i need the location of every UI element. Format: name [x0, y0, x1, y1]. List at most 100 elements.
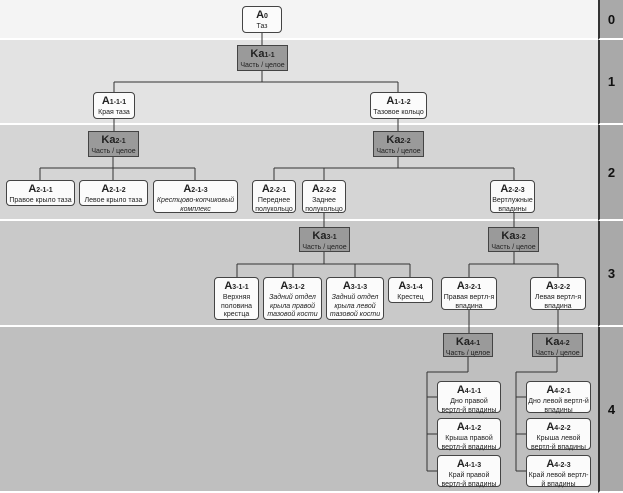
node-letter: A [398, 280, 407, 292]
node-title: A3-1-2 [264, 280, 321, 294]
node-description: Часть / целое [240, 61, 285, 69]
node-index: 4-2 [559, 340, 570, 347]
node-index: 3-2-2 [553, 284, 571, 291]
node-description: Часть / целое [91, 147, 136, 155]
node-index: 3-1 [326, 234, 337, 241]
node-letter: A [311, 183, 320, 195]
node-index: 1-1-1 [109, 99, 127, 106]
node-letter: A [546, 384, 555, 396]
node-description: Крестец [397, 293, 424, 301]
node-description: Переднее полукольцо [255, 196, 293, 213]
node-index: 4-1 [469, 340, 481, 347]
node-title: A2-2-3 [491, 183, 534, 197]
node-letter: A [500, 183, 509, 195]
node-letter: A [342, 280, 351, 292]
node-index: 2-2-2 [319, 187, 337, 194]
node-description: Дно левой вертл-й впадины [528, 397, 589, 414]
level-number-2: 2 [598, 125, 623, 221]
level-band-0 [0, 0, 598, 40]
node-letter: A [546, 421, 555, 433]
node-title: Ka2-2 [374, 134, 423, 148]
node-index: 1-1 [264, 52, 275, 59]
node-description: Крыша левой вертл-й впадины [531, 434, 586, 451]
node-letter: A [101, 95, 110, 107]
node-title: A2-1-1 [7, 183, 74, 197]
node-index: 3-2-1 [464, 284, 482, 291]
node-index: 0 [264, 13, 268, 20]
node-title: A3-2-1 [442, 280, 496, 294]
node-title: A4-2-2 [527, 421, 590, 435]
node-index: 3-1-2 [288, 284, 305, 291]
level-number-0: 0 [598, 0, 623, 40]
node-index: 2-2-3 [508, 187, 525, 194]
node-letter: Ka [501, 230, 516, 242]
node-title: A2-1-3 [154, 183, 237, 197]
node-description: Задний отдел крыла левой тазовой кости [329, 293, 381, 319]
node-description: Дно правой вертл-й впадины [441, 397, 497, 414]
node-letter: A [280, 280, 289, 292]
node-description: Левое крыло таза [84, 196, 143, 204]
node-description: Правая вертл-я впадина [443, 293, 495, 310]
node-title: A2-1-2 [80, 183, 147, 197]
node-letter: A [545, 280, 554, 292]
node-letter: A [256, 9, 265, 21]
node-description: Край правой вертл-й впадины [441, 471, 497, 488]
node-description: Края таза [98, 108, 130, 116]
node-title: Ka2-1 [89, 134, 138, 148]
level-number-1: 1 [598, 40, 623, 125]
node-title: Ka1-1 [238, 48, 287, 62]
node-title: A4-1-2 [438, 421, 500, 435]
node-letter: A [456, 384, 465, 396]
node-title: Ka4-2 [533, 336, 582, 350]
node-title: A4-1-1 [438, 384, 500, 398]
node-description: Крыша правой вертл-й впадины [441, 434, 497, 451]
node-description: Задний отдел крыла правой тазовой кости [267, 293, 318, 319]
node-title: A1-1-2 [371, 95, 426, 109]
node-index: 4-2-2 [554, 425, 571, 432]
node-index: 1-1-2 [394, 99, 411, 106]
node-title: A4-2-3 [527, 458, 590, 472]
node-index: 4-1-2 [464, 425, 482, 432]
node-description: Часть / целое [376, 147, 421, 155]
node-index: 2-1-3 [191, 187, 208, 194]
node-description: Крестцово-копчиковый комплекс [156, 196, 235, 213]
node-description: Вертлужные впадины [492, 196, 533, 213]
node-index: 3-1-4 [406, 284, 423, 291]
node-title: A4-2-1 [527, 384, 590, 398]
connector-lines [39, 33, 559, 472]
level-number-3: 3 [598, 221, 623, 327]
node-description: Часть / целое [535, 349, 580, 357]
node-index: 3-2 [515, 234, 526, 241]
node-description: Часть / целое [491, 243, 536, 251]
node-index: 4-1-3 [464, 462, 482, 469]
node-index: 2-1 [115, 138, 126, 145]
node-title: A3-2-2 [531, 280, 585, 294]
node-index: 2-2-1 [269, 187, 287, 194]
node-title: Ka3-1 [300, 230, 349, 244]
node-description: Заднее полукольцо [305, 196, 343, 213]
node-letter: Ka [455, 336, 470, 348]
node-letter: A [101, 183, 110, 195]
level-number-4: 4 [598, 327, 623, 493]
node-index: 3-1-1 [232, 284, 249, 291]
node-title: Ka3-2 [489, 230, 538, 244]
node-index: 3-1-3 [350, 284, 368, 291]
node-index: 4-2-1 [554, 388, 571, 395]
node-title: A3-1-3 [327, 280, 383, 294]
